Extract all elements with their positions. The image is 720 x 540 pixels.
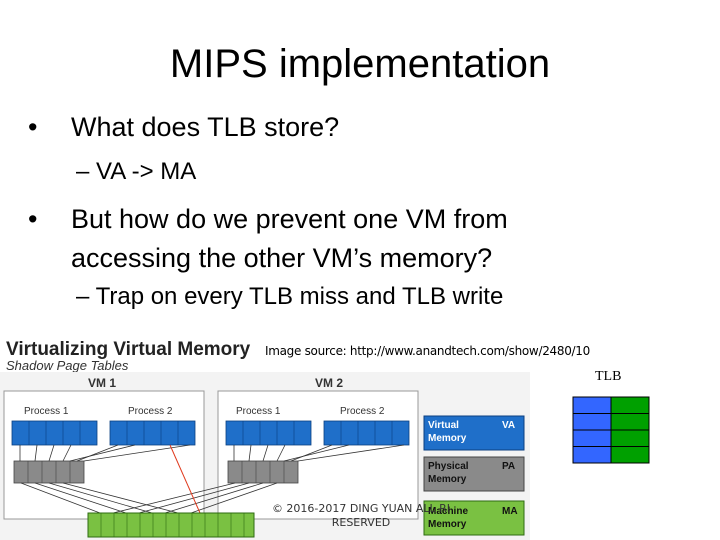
bullet-2: • But how do we prevent one VM from acces… xyxy=(28,200,508,278)
svg-text:Memory: Memory xyxy=(428,519,467,530)
tlb-entry-ma-3 xyxy=(610,446,650,464)
vm1-process1-label: Process 1 xyxy=(24,406,69,417)
svg-text:Memory: Memory xyxy=(428,433,467,444)
sub-bullet-2: – Trap on every TLB miss and TLB write xyxy=(76,283,504,310)
vm1-label: VM 1 xyxy=(88,376,116,390)
bullet-symbol: • xyxy=(28,204,38,234)
tlb-entry-ma-2 xyxy=(610,429,650,447)
shadow-page-tables-diagram: Virtualizing Virtual Memory Shadow Page … xyxy=(0,333,530,540)
legend-machine-memory: Machine Memory MA xyxy=(423,500,525,536)
physical-memory-blocks xyxy=(13,460,299,484)
virtual-memory-blocks xyxy=(11,420,410,446)
tlb-label: TLB xyxy=(595,369,622,384)
tlb-entry-va-3 xyxy=(572,446,612,464)
diagram-title: Virtualizing Virtual Memory xyxy=(6,339,251,360)
svg-text:MA: MA xyxy=(502,506,518,517)
bullet-symbol: • xyxy=(28,112,38,142)
vm2-box xyxy=(217,390,419,520)
svg-text:Memory: Memory xyxy=(428,474,467,485)
tlb-entry-va-0 xyxy=(572,396,612,414)
tlb-entry-ma-0 xyxy=(610,396,650,414)
vm2-process1-label: Process 1 xyxy=(236,406,281,417)
vm2-process2-label: Process 2 xyxy=(340,406,385,417)
svg-text:PA: PA xyxy=(502,461,515,472)
vm2-label: VM 2 xyxy=(315,376,343,390)
slide-title: MIPS implementation xyxy=(169,42,551,86)
image-source-caption: Image source: http://www.anandtech.com/s… xyxy=(265,344,590,358)
bullet-2-line-2: accessing the other VM’s memory? xyxy=(71,243,493,273)
bullet-2-line-1: But how do we prevent one VM from xyxy=(71,204,508,234)
svg-text:VA: VA xyxy=(502,420,515,431)
bullet-1: • What does TLB store? xyxy=(28,112,339,143)
sub-bullet-1: – VA -> MA xyxy=(76,158,197,185)
vm1-box xyxy=(3,390,205,520)
svg-text:Physical: Physical xyxy=(428,461,469,472)
machine-memory-blocks xyxy=(87,512,255,538)
legend-virtual-memory: Virtual Memory VA xyxy=(423,415,525,451)
legend-physical-memory: Physical Memory PA xyxy=(423,456,525,492)
tlb-entry-va-1 xyxy=(572,413,612,431)
tlb-entry-ma-1 xyxy=(610,413,650,431)
svg-text:Machine: Machine xyxy=(428,506,468,517)
copyright-line-1: © 2016-2017 DING YUAN ALL RI xyxy=(271,502,451,515)
svg-text:Virtual: Virtual xyxy=(428,420,459,431)
va-to-pa-arrows xyxy=(19,444,405,462)
pa-to-ma-arrows xyxy=(20,482,278,514)
tlb-entry-va-2 xyxy=(572,429,612,447)
vm1-process2-label: Process 2 xyxy=(128,406,173,417)
tlb-table xyxy=(572,396,650,464)
diagram-subtitle: Shadow Page Tables xyxy=(6,358,129,373)
copyright-line-2: RESERVED xyxy=(331,516,391,529)
copyright-footer: © 2016-2017 DING YUAN ALL RI RESERVED xyxy=(266,502,456,530)
bullet-1-text: What does TLB store? xyxy=(71,112,340,142)
shadow-mapping-arrow xyxy=(169,444,201,514)
